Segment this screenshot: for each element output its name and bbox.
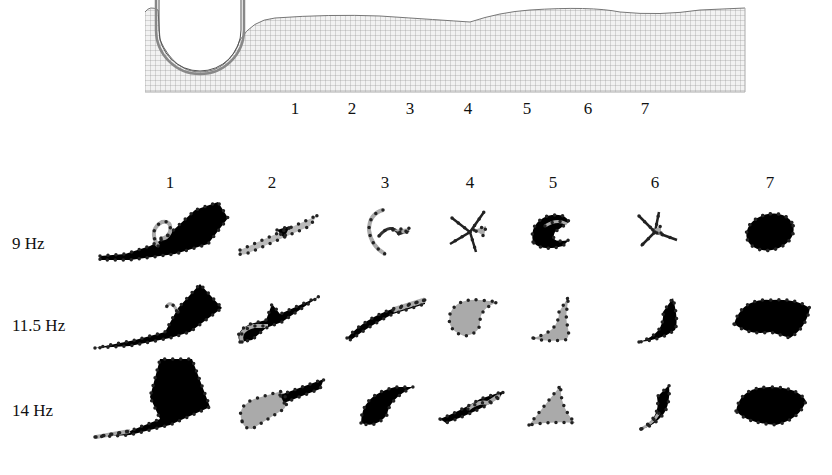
station-number: 7 bbox=[641, 100, 650, 117]
sample-dots bbox=[639, 212, 677, 246]
sample-dots bbox=[347, 300, 425, 340]
sample-dots bbox=[154, 222, 171, 246]
sample-dots bbox=[277, 226, 290, 238]
sample-dots bbox=[736, 387, 806, 425]
sample-dots bbox=[96, 431, 130, 437]
sample-dots bbox=[95, 359, 210, 437]
column-number: 2 bbox=[268, 174, 277, 191]
sample-dots bbox=[280, 379, 324, 403]
fluid-mesh bbox=[145, 0, 745, 92]
station-number: 3 bbox=[406, 100, 415, 117]
sample-dots bbox=[449, 300, 498, 336]
sample-dots bbox=[532, 215, 569, 248]
station-number: 6 bbox=[584, 100, 593, 117]
sample-dots bbox=[734, 300, 810, 338]
orbit-shapes bbox=[95, 202, 810, 437]
sample-dots bbox=[533, 296, 569, 341]
floating-body bbox=[156, 0, 244, 74]
sample-dots bbox=[641, 385, 669, 429]
sample-dots bbox=[369, 210, 385, 254]
sample-dots bbox=[241, 326, 268, 342]
sample-dots bbox=[653, 226, 661, 236]
sample-dots bbox=[468, 395, 500, 409]
sample-dots bbox=[545, 221, 567, 226]
sample-dots bbox=[95, 284, 222, 348]
sample-dots bbox=[393, 300, 425, 310]
sample-dots bbox=[639, 298, 677, 342]
station-number: 5 bbox=[523, 100, 532, 117]
sample-dots bbox=[450, 212, 484, 252]
sample-dots bbox=[393, 228, 411, 234]
column-number: 6 bbox=[651, 174, 660, 191]
column-number: 3 bbox=[381, 174, 390, 191]
column-number: 5 bbox=[549, 174, 558, 191]
column-number: 1 bbox=[166, 174, 175, 191]
station-number: 1 bbox=[291, 100, 300, 117]
sample-dots bbox=[641, 413, 659, 429]
sample-dots bbox=[239, 214, 318, 255]
frequency-label: 14 Hz bbox=[12, 402, 53, 419]
column-number: 4 bbox=[466, 174, 475, 191]
station-number: 2 bbox=[348, 100, 357, 117]
sample-dots bbox=[529, 385, 575, 425]
column-number: 7 bbox=[766, 174, 775, 191]
sample-dots bbox=[742, 208, 798, 255]
sample-dots bbox=[166, 304, 178, 312]
station-number: 4 bbox=[464, 100, 473, 117]
sample-dots bbox=[238, 296, 320, 342]
frequency-label: 11.5 Hz bbox=[12, 317, 65, 334]
sample-dots bbox=[440, 391, 504, 423]
sample-dots bbox=[100, 202, 228, 260]
frequency-label: 9 Hz bbox=[12, 235, 45, 252]
sample-dots bbox=[361, 387, 413, 425]
sample-dots bbox=[474, 226, 486, 236]
